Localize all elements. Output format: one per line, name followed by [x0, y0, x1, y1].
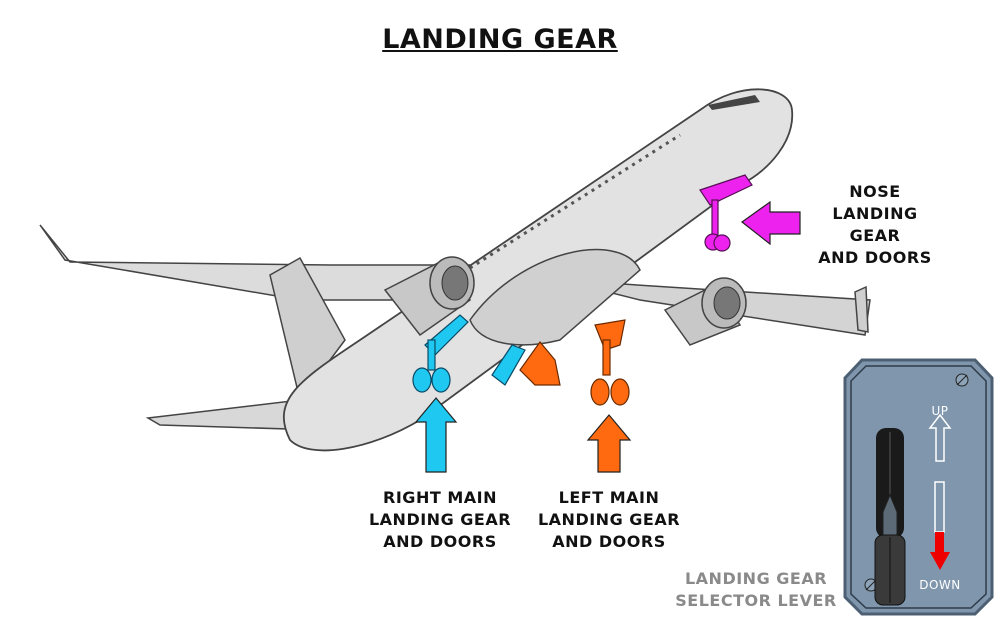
down-arrow-icon: [930, 532, 950, 570]
selector-lever-label: LANDING GEAR SELECTOR LEVER: [666, 568, 846, 612]
cabin-windows: [469, 133, 681, 270]
label-line: RIGHT MAIN: [383, 488, 497, 507]
label-line: GEAR: [849, 226, 901, 245]
left-main-landing-gear: [519, 319, 630, 406]
label-line: LANDING GEAR: [537, 510, 681, 529]
diagram-title: LANDING GEAR: [382, 24, 618, 55]
label-line: LANDING GEAR: [684, 569, 828, 588]
right-main-gear-label: RIGHT MAIN LANDING GEAR AND DOORS: [360, 487, 520, 553]
up-arrow-icon: [928, 413, 952, 462]
left-main-gear-label: LEFT MAIN LANDING GEAR AND DOORS: [529, 487, 689, 553]
down-label: DOWN: [919, 578, 961, 592]
nose-gear-label: NOSE LANDING GEAR AND DOORS: [800, 181, 950, 269]
label-line: AND DOORS: [552, 532, 666, 551]
landing-gear-selector-panel: [843, 358, 994, 616]
left-main-gear-arrow: [586, 414, 632, 473]
nose-gear-arrow: [740, 200, 801, 246]
label-line: AND DOORS: [818, 248, 932, 267]
up-label: UP: [931, 404, 949, 418]
right-main-gear-arrow: [414, 397, 458, 473]
label-line: LANDING: [832, 204, 918, 223]
label-line: AND DOORS: [383, 532, 497, 551]
label-line: LEFT MAIN: [558, 488, 660, 507]
belly-fairing: [469, 249, 641, 346]
right-main-landing-gear: [412, 314, 526, 393]
near-engine: [383, 256, 475, 337]
label-line: SELECTOR LEVER: [675, 591, 837, 610]
label-line: LANDING GEAR: [368, 510, 512, 529]
nose-landing-gear: [699, 174, 753, 252]
far-engine: [663, 277, 747, 346]
cockpit-windows: [708, 95, 760, 110]
label-line: NOSE: [849, 182, 901, 201]
far-winglet: [854, 285, 869, 333]
